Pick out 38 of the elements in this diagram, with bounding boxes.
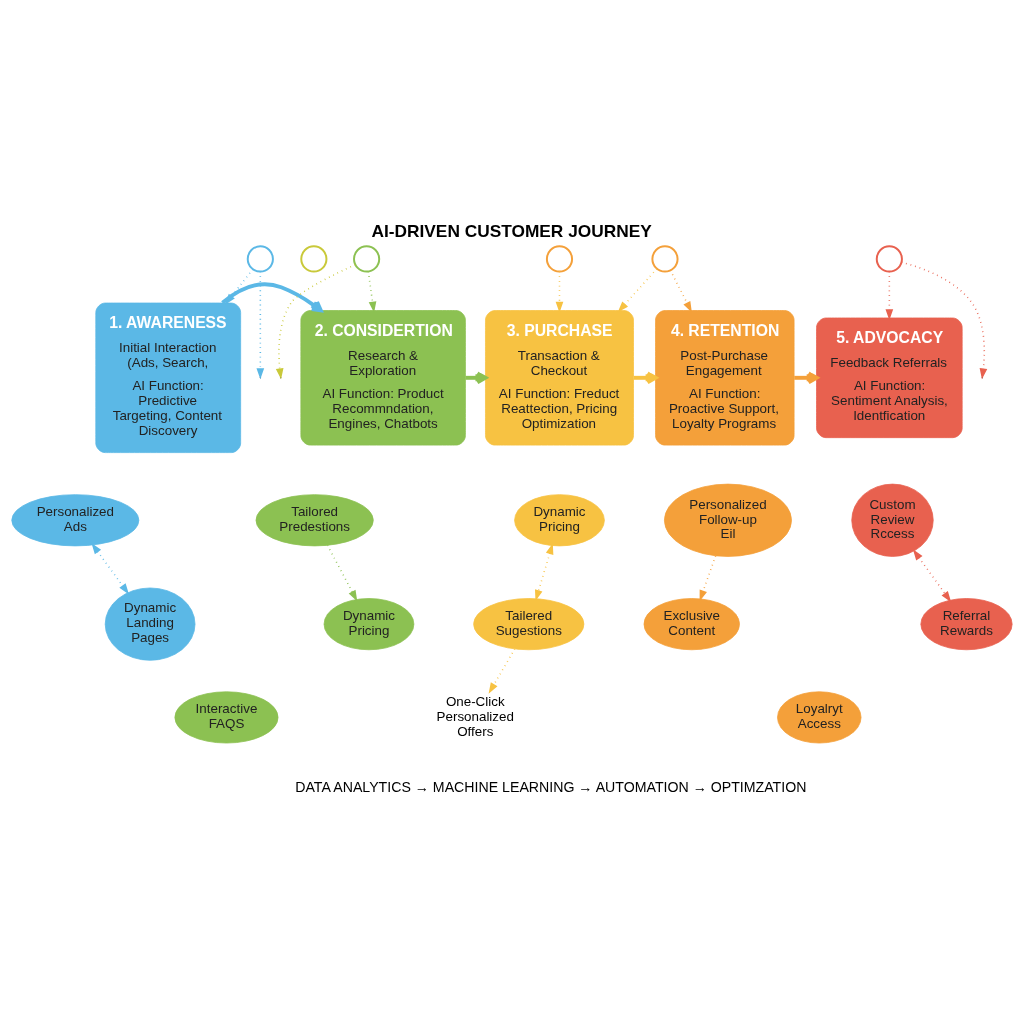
node-ellipse: Loyalryt Access (777, 691, 862, 744)
node-ellipse: Dynamic Pricing (323, 598, 415, 651)
label: DATA ANALYTICS → MACHINE LEARNING → AUTOMATION → OPTIMZATION (295, 779, 807, 796)
node-ellipse: Interactive FAQS (174, 691, 279, 744)
node-circle (545, 245, 574, 273)
node-box: 1. AWARENESS Initial Interaction (Ads, Search, AI Function: Predictive Targeting, Content Discovery (95, 302, 242, 453)
node-ellipse: Tailered Sugestions (473, 598, 585, 651)
arrow (91, 543, 129, 595)
arrow (699, 555, 717, 602)
node-ellipse: Personalized Ads (11, 494, 140, 547)
node-ellipse: Personalized Follow-up Eil (664, 483, 792, 557)
node-circle (300, 245, 328, 273)
arrow (617, 268, 658, 313)
node-circle (353, 245, 381, 273)
node-circle (651, 245, 679, 273)
node-ellipse: Exclusive Content (643, 598, 740, 651)
node-ellipse: Dynamic Landing Pages (104, 587, 196, 661)
node-ellipse: Tailored Predestions (255, 494, 374, 547)
node-text: One-Click Personalized Offers (436, 693, 514, 739)
arrow (912, 549, 952, 603)
arrow (275, 264, 356, 380)
node-box: 3. PURCHASE Transaction & Checkout AI Function: Freduct Reattection, Pricing Optimization (485, 310, 634, 446)
node-circle (875, 245, 903, 273)
arrow (900, 261, 988, 380)
diagram-title: AI-DRIVEN CUSTOMER JOURNEY (371, 221, 652, 242)
node-ellipse: Custom Review Rccess (851, 483, 934, 557)
arrow (221, 282, 323, 313)
node-circle (246, 245, 274, 273)
node-ellipse: Referral Rewards (920, 598, 1013, 651)
arrow (534, 543, 554, 601)
arrow (669, 269, 692, 313)
arrow (326, 544, 358, 602)
node-box: 5. ADVOCACY Feedback Referrals AI Function: Sentiment Analysis, Identfication (816, 317, 963, 439)
node-box: 4. RETENTION Post-Purchase Engagement AI Function: Proactive Support, Loyalty Programs (655, 310, 795, 446)
arrow (488, 648, 516, 694)
node-ellipse: Dynamic Pricing (514, 494, 605, 547)
node-box: 2. CONSIDERTION Research & Exploration AI Function: Product Recommndation, Engines, Chatbots (300, 310, 466, 446)
arrow (225, 268, 254, 305)
